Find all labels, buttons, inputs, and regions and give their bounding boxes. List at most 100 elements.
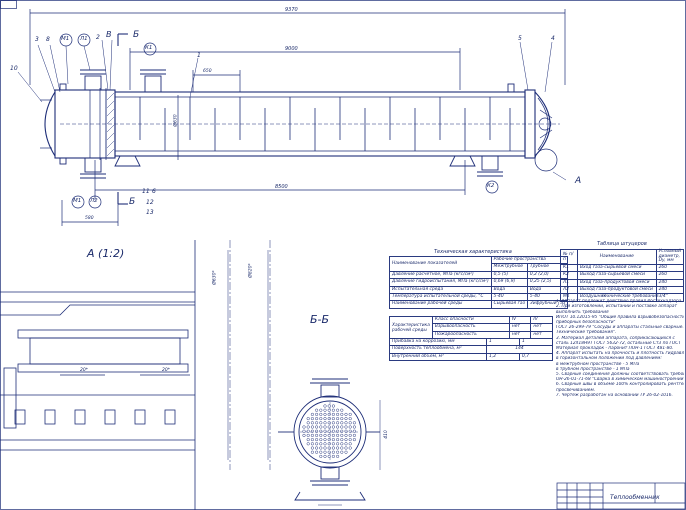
tube-hole — [323, 454, 327, 458]
table-cell: IV — [530, 315, 553, 325]
support-dist-label: 8500 — [275, 184, 288, 190]
nozzle-table: № п/п Наименование Условный диаметр, Dy,… — [560, 249, 685, 302]
part-number: 10 — [10, 65, 18, 72]
note-line: 6. Сварные швы в объеме 100% контролиров… — [556, 382, 684, 388]
dim-650-label: 650 — [203, 69, 212, 74]
table-cell: Прибавка на коррозию, мм — [389, 337, 487, 347]
tube-hole — [352, 425, 356, 429]
note-line: в трубном пространстве - 1 МПа — [556, 366, 630, 372]
part-number: 12 — [146, 199, 154, 206]
tube-hole — [344, 433, 348, 437]
tube-hole — [323, 429, 327, 433]
note-line: сталь 12Х18Н9Т ГОСТ 5632-72, остальные С… — [556, 340, 681, 346]
tube-hole — [352, 433, 356, 437]
tube-hole — [340, 408, 344, 412]
note-line: ГОСТ 26-299-79 "Сосуды и аппараты стальн… — [556, 325, 684, 331]
tube-hole — [340, 446, 344, 450]
tube-hole — [315, 438, 319, 442]
table-cell: 1 — [486, 337, 520, 347]
section-mark-top: Б — [133, 30, 140, 40]
tube-hole — [340, 438, 344, 442]
part-number: 2 — [96, 34, 100, 41]
nozzle-callout-l2: Л2 — [90, 198, 98, 204]
corner-stamp — [0, 0, 17, 9]
table-cell: 240 — [655, 285, 685, 295]
part-number: 3 — [35, 36, 39, 43]
tube-hole — [336, 421, 340, 425]
table-cell: Наименование рабочей среды — [389, 300, 492, 309]
tube-hole — [348, 417, 352, 421]
tech-header-param: Наименование показателей — [389, 256, 492, 272]
tube-hole — [331, 404, 335, 408]
tube-hole — [331, 408, 335, 412]
part-number: 8 — [46, 36, 50, 43]
tube-hole — [336, 417, 340, 421]
tube-hole — [336, 425, 340, 429]
tube-hole — [310, 433, 314, 437]
tube-hole — [306, 433, 310, 437]
tube-hole — [315, 417, 319, 421]
part-number: 13 — [146, 209, 154, 216]
tube-hole — [323, 433, 327, 437]
tube-hole — [327, 433, 331, 437]
note-line: в межтрубном пространстве - 5 МПа — [556, 361, 640, 367]
tech-header-spaces: Рабочие пространства — [490, 255, 569, 265]
notes-lines: 1. Аппарат подлежит действию правил Рост… — [556, 299, 684, 398]
dim-580-label: 580 — [85, 216, 94, 221]
note-line: 5. Сварные соединения должны соответство… — [556, 372, 684, 378]
nozzle-callout-m1: М1 — [61, 36, 70, 42]
tube-hole — [306, 425, 310, 429]
table-cell: Класс опасности — [431, 315, 510, 325]
saddles — [114, 155, 476, 167]
tube-hole — [323, 412, 327, 416]
tube-hole — [348, 442, 352, 446]
table-cell: 260 — [655, 271, 685, 280]
nozzle-table-title: Таблица штуцеров — [597, 241, 647, 247]
note-line: в горизонтальном положении под давлением… — [556, 356, 662, 362]
tube-hole — [340, 429, 344, 433]
tube-hole — [348, 438, 352, 442]
nozzle-m1-top — [59, 83, 67, 91]
part-number: 6 — [152, 188, 156, 195]
tube-hole — [340, 442, 344, 446]
table-cell: 0,5 (5) — [490, 270, 528, 280]
table-cell: 1,2 — [486, 352, 520, 362]
section-bb — [278, 378, 381, 506]
tube-hole — [306, 429, 310, 433]
tube-hole — [336, 450, 340, 454]
tube-hole — [327, 417, 331, 421]
table-cell: 1 — [519, 337, 553, 347]
tube-hole — [348, 429, 352, 433]
tube-hole — [319, 446, 323, 450]
tube-hole — [319, 450, 323, 454]
tube-hole — [331, 454, 335, 458]
nozzle-col-name: Наименование — [577, 249, 657, 265]
tube-hole — [310, 438, 314, 442]
tube-hole — [323, 438, 327, 442]
tube-hole — [344, 450, 348, 454]
tube-hole — [319, 417, 323, 421]
tube-hole — [310, 446, 314, 450]
tube-hole — [331, 438, 335, 442]
tube-hole — [323, 421, 327, 425]
nozzle-col-num: № п/п — [560, 249, 578, 265]
tube-hole — [340, 417, 344, 421]
section-mark-bottom: Б — [129, 197, 136, 207]
tube-hole — [336, 442, 340, 446]
tube-hole — [302, 433, 306, 437]
tube-hole — [331, 429, 335, 433]
tube-hole — [327, 429, 331, 433]
part-number: 4 — [551, 35, 555, 42]
tube-hole — [315, 412, 319, 416]
tube-hole — [302, 425, 306, 429]
nozzle-l1-top — [84, 75, 102, 91]
table-cell: Вход газа-сырьевой смеси — [577, 263, 657, 273]
tech-table-title: Техническая характеристика — [434, 249, 512, 255]
nozzle-callout-k1: К1 — [145, 45, 153, 51]
notes-title: Технические требования — [601, 294, 659, 299]
note-line: 4. Аппарат испытать на прочность и плотн… — [556, 351, 684, 357]
